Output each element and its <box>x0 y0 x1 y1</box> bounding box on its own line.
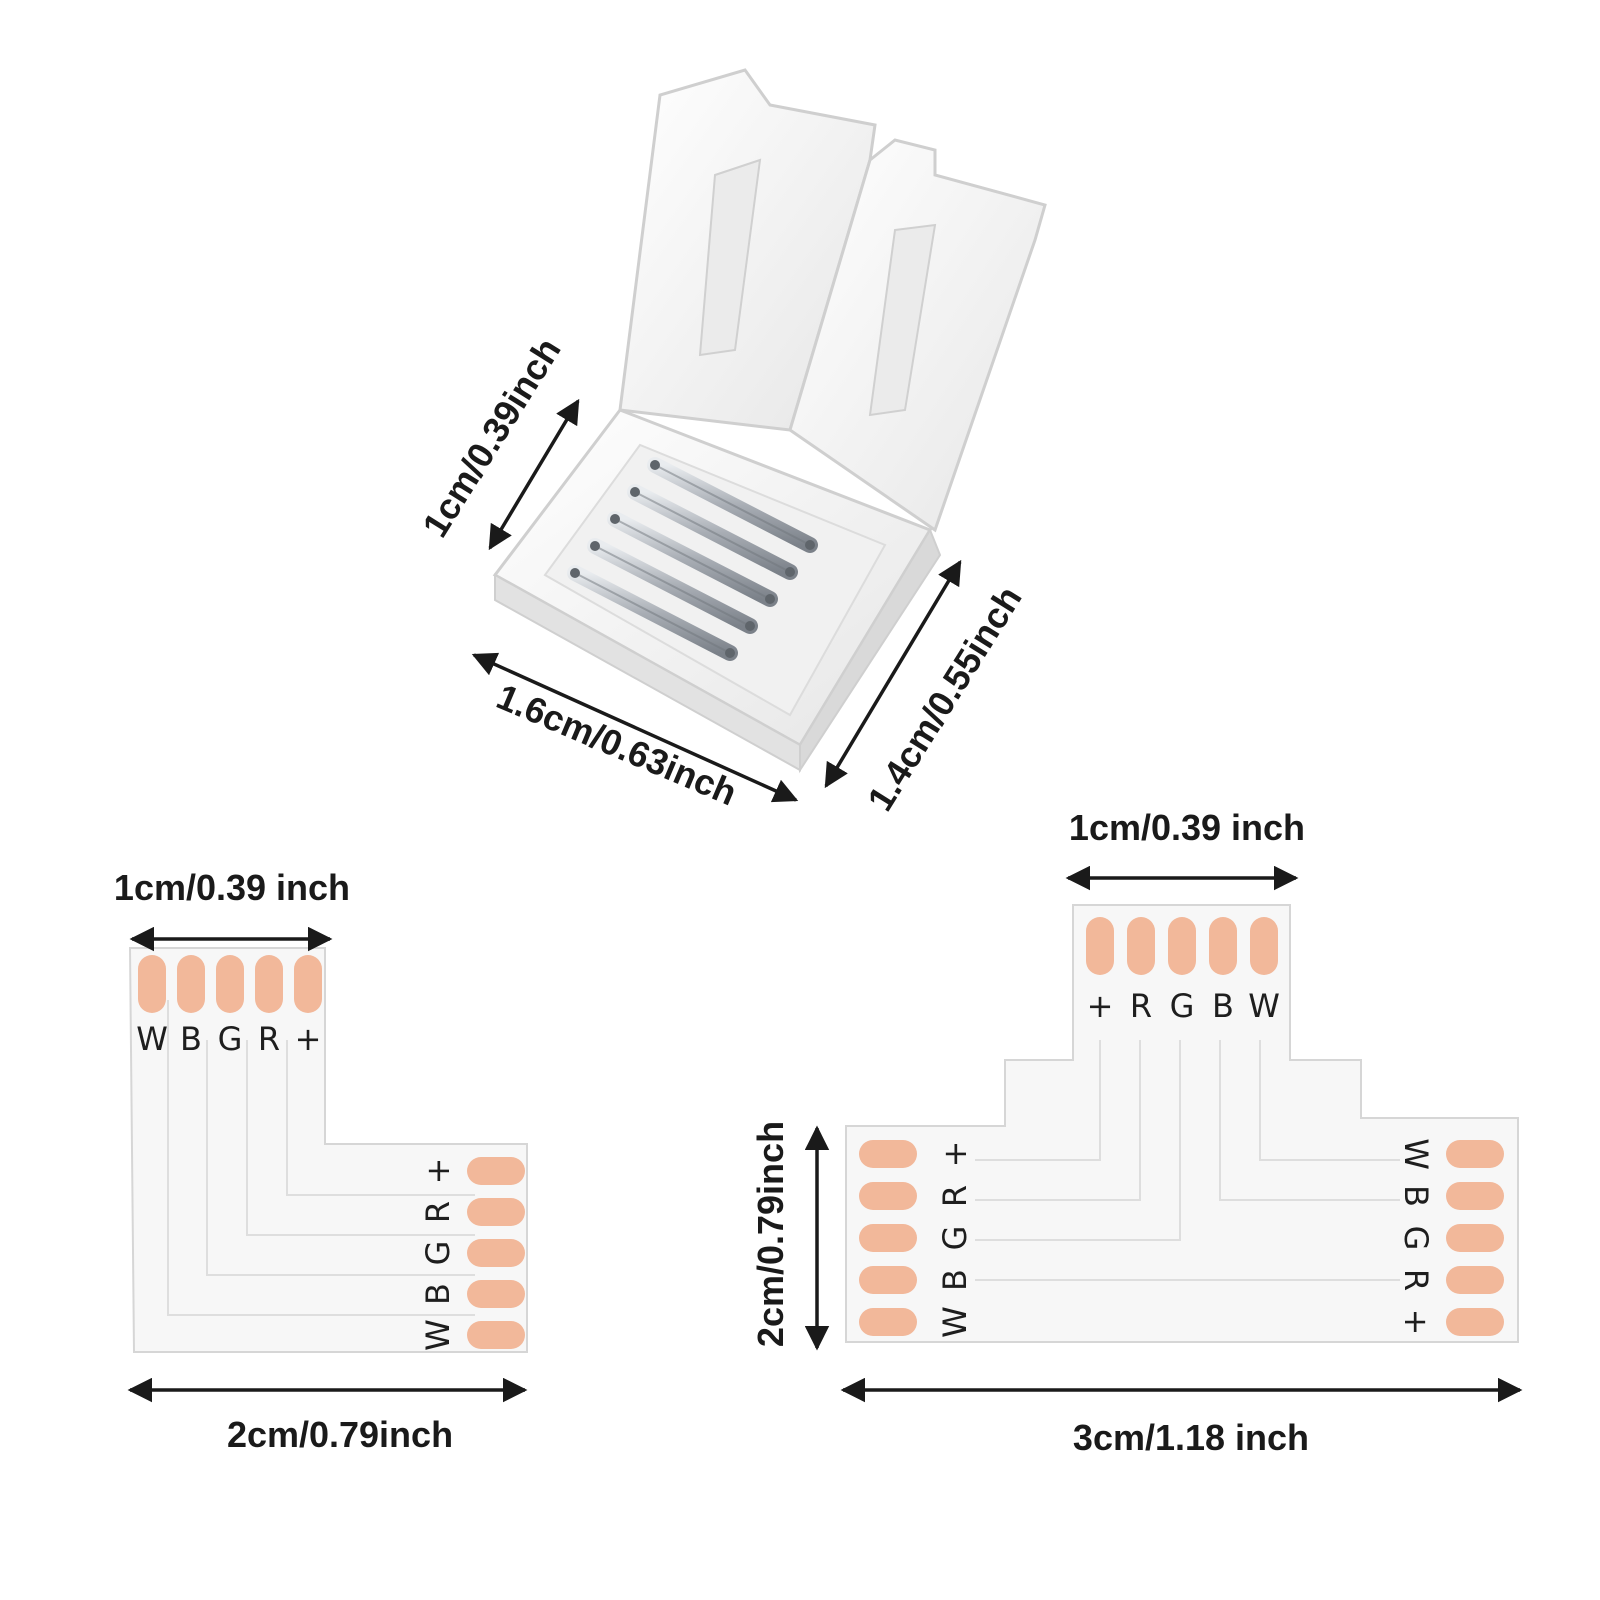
solder-pad <box>177 955 205 1013</box>
pin-label: R <box>258 1020 280 1058</box>
pin-label: R <box>419 1201 457 1223</box>
solder-pad <box>1446 1140 1504 1168</box>
pin-label: + <box>295 1020 322 1058</box>
solder-pad <box>255 955 283 1013</box>
metal-pin <box>607 511 778 607</box>
pin-label: G <box>419 1241 457 1266</box>
solder-pad <box>467 1280 525 1308</box>
solder-pad <box>859 1224 917 1252</box>
pin-label: G <box>218 1020 243 1058</box>
pin-label: + <box>936 1141 974 1168</box>
connector-width-arrow <box>471 652 799 803</box>
l-board-bottom-label: 2cm/0.79inch <box>227 1414 453 1455</box>
pin-label: R <box>1397 1269 1435 1291</box>
solder-pad <box>1086 917 1114 975</box>
solder-pad <box>1446 1308 1504 1336</box>
solder-pad <box>216 955 244 1013</box>
pin-label: B <box>180 1020 202 1058</box>
solder-pad <box>294 955 322 1013</box>
pin-label: B <box>936 1269 974 1291</box>
t-board-left-label: 2cm/0.79inch <box>750 1121 791 1347</box>
pin-label: B <box>419 1283 457 1305</box>
l-board-top-label: 1cm/0.39 inch <box>114 867 350 908</box>
solder-pad <box>1127 917 1155 975</box>
pin-label: + <box>1397 1309 1435 1336</box>
solder-pad <box>138 955 166 1013</box>
pin-label: + <box>419 1158 457 1185</box>
metal-pin <box>647 457 818 553</box>
connector-pins <box>567 457 818 661</box>
pin-label: W <box>1397 1138 1435 1170</box>
pin-label: G <box>936 1226 974 1251</box>
solder-pad <box>1168 917 1196 975</box>
solder-pad <box>1446 1182 1504 1210</box>
pin-label: W <box>936 1306 974 1338</box>
pin-label: R <box>1130 987 1152 1025</box>
pin-label: R <box>936 1185 974 1207</box>
solder-pad <box>1250 917 1278 975</box>
connector-lid-right-slot <box>868 223 937 417</box>
metal-pin <box>627 484 798 580</box>
pin-label: + <box>1087 987 1114 1025</box>
solder-pad <box>859 1182 917 1210</box>
t-board-top-label: 1cm/0.39 inch <box>1069 807 1305 848</box>
solder-pad <box>467 1239 525 1267</box>
pin-label: W <box>419 1319 457 1351</box>
solder-pad <box>1446 1266 1504 1294</box>
solder-pad <box>467 1198 525 1226</box>
pin-label: G <box>1170 987 1195 1025</box>
metal-pin <box>587 538 758 634</box>
connector-depth-arrow <box>824 559 962 789</box>
solder-pad <box>859 1266 917 1294</box>
solder-pad <box>467 1157 525 1185</box>
pin-label: W <box>1248 987 1280 1025</box>
pin-label: G <box>1397 1226 1435 1251</box>
solder-pad <box>859 1140 917 1168</box>
t-board-bottom-label: 3cm/1.18 inch <box>1073 1417 1309 1458</box>
solder-pad <box>1209 917 1237 975</box>
solder-pad <box>859 1308 917 1336</box>
solder-pad <box>1446 1224 1504 1252</box>
pin-label: B <box>1212 987 1234 1025</box>
solder-pad <box>467 1321 525 1349</box>
t-board-outline <box>845 904 1519 1343</box>
pin-label: W <box>136 1020 168 1058</box>
pin-label: B <box>1397 1185 1435 1207</box>
connector-height-arrow <box>488 398 580 551</box>
connector-lid-left-slot <box>698 158 762 357</box>
